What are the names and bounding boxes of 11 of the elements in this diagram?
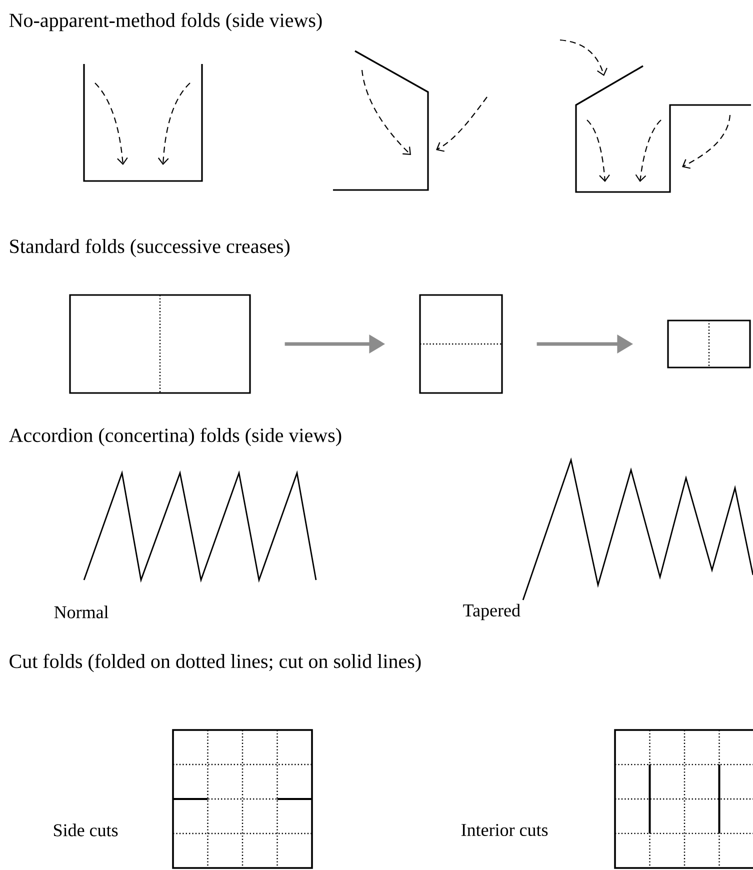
- section-heading: Accordion (concertina) folds (side views): [9, 428, 342, 446]
- paper-sheet: [419, 294, 503, 394]
- caption: Tapered: [463, 604, 520, 620]
- caption: Normal: [54, 606, 108, 618]
- caption: Side cuts: [54, 824, 118, 836]
- caption: Interior cuts: [461, 824, 548, 836]
- paper-sheet: [667, 320, 751, 368]
- section-heading: Cut folds (folded on dotted lines; cut on solid lines): [10, 654, 421, 672]
- section-heading: Standard folds (successive creases): [10, 238, 290, 258]
- paper-sheet: [69, 294, 251, 394]
- section-heading: No-apparent-method folds (side views): [9, 12, 322, 32]
